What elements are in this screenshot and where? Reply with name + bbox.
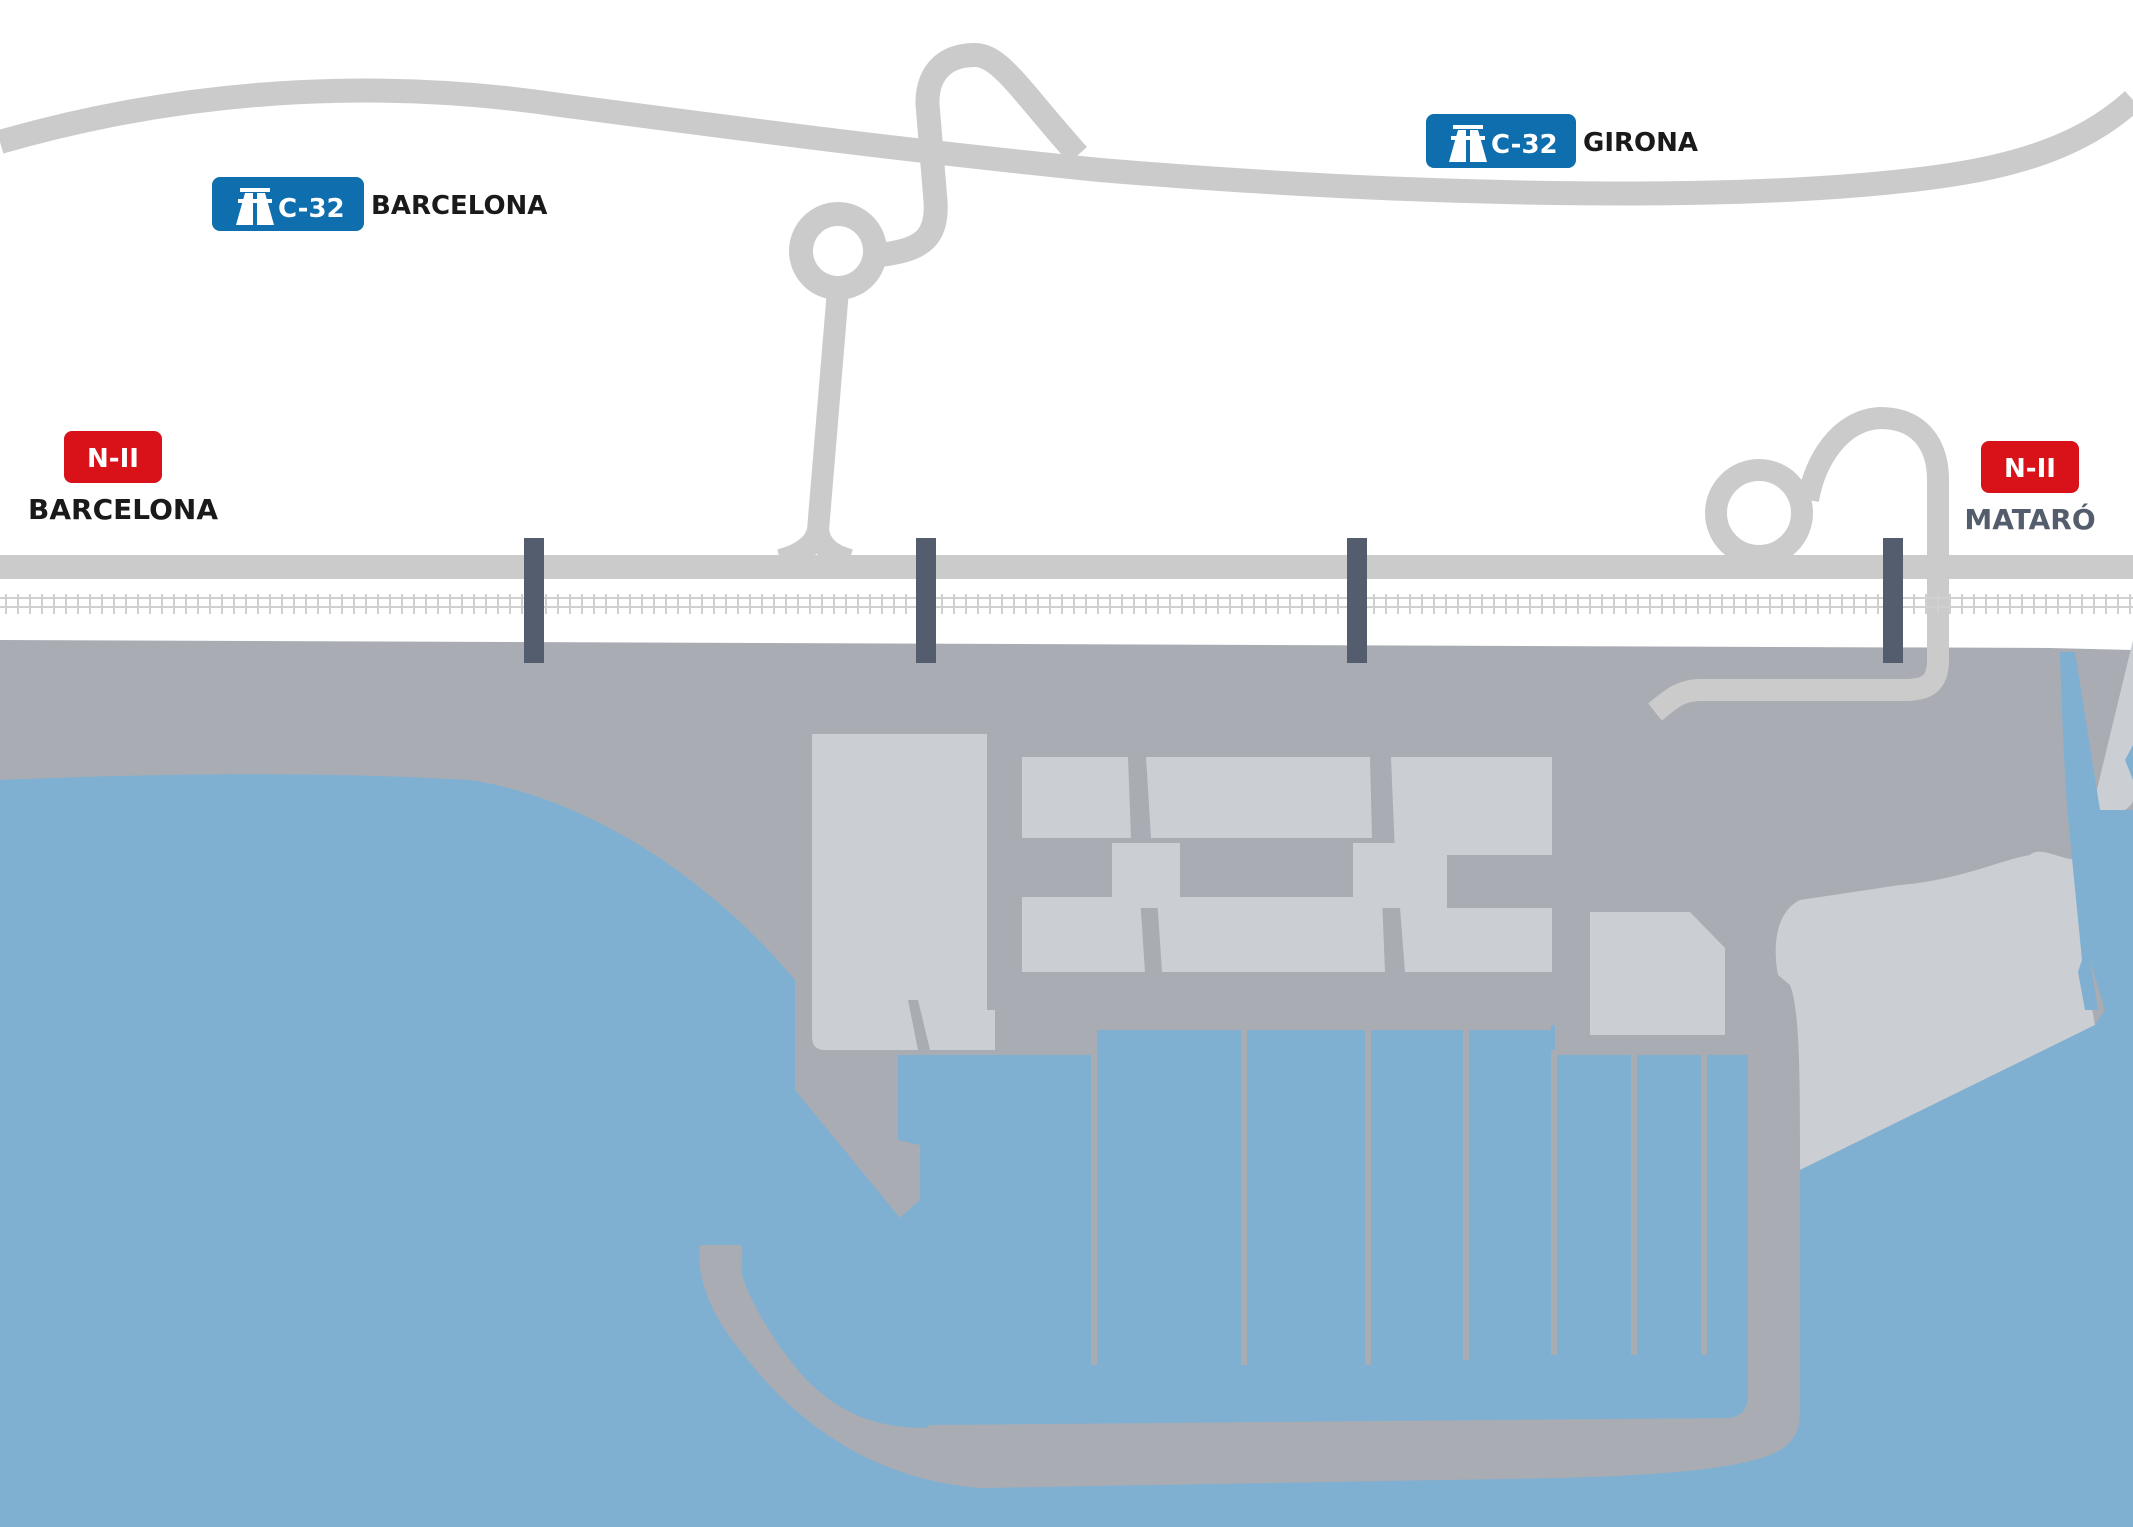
railway-bridges — [524, 538, 1903, 663]
n2-badge-east — [1981, 441, 2079, 493]
jetties — [1091, 1025, 1748, 1365]
n2-west-code: N-II — [87, 444, 139, 474]
c32-west-code: C-32 — [278, 194, 345, 224]
railway — [0, 588, 2133, 616]
road-network — [0, 42, 2133, 721]
sign-c32-barcelona: C-32 BARCELONA — [212, 177, 547, 231]
motorway-icon — [236, 188, 274, 225]
motorway-icon — [1449, 125, 1487, 162]
sign-n2-mataro: N-II MATARÓ — [1964, 441, 2096, 536]
breakwater — [699, 1170, 1800, 1488]
c32-west-destination: BARCELONA — [371, 191, 547, 221]
beach-area — [1775, 640, 2133, 1170]
n2-east-destination: MATARÓ — [1964, 502, 2095, 536]
c32-east-code: C-32 — [1491, 130, 1558, 160]
sign-c32-girona: C-32 GIRONA — [1426, 114, 1698, 168]
c32-east-destination: GIRONA — [1583, 128, 1698, 158]
n2-east-code: N-II — [2004, 454, 2056, 484]
sign-n2-barcelona: N-II BARCELONA — [28, 431, 218, 526]
port-buildings — [812, 734, 1725, 1050]
n2-badge-west — [64, 431, 162, 483]
n2-west-destination: BARCELONA — [28, 493, 218, 526]
river — [2060, 652, 2133, 1010]
